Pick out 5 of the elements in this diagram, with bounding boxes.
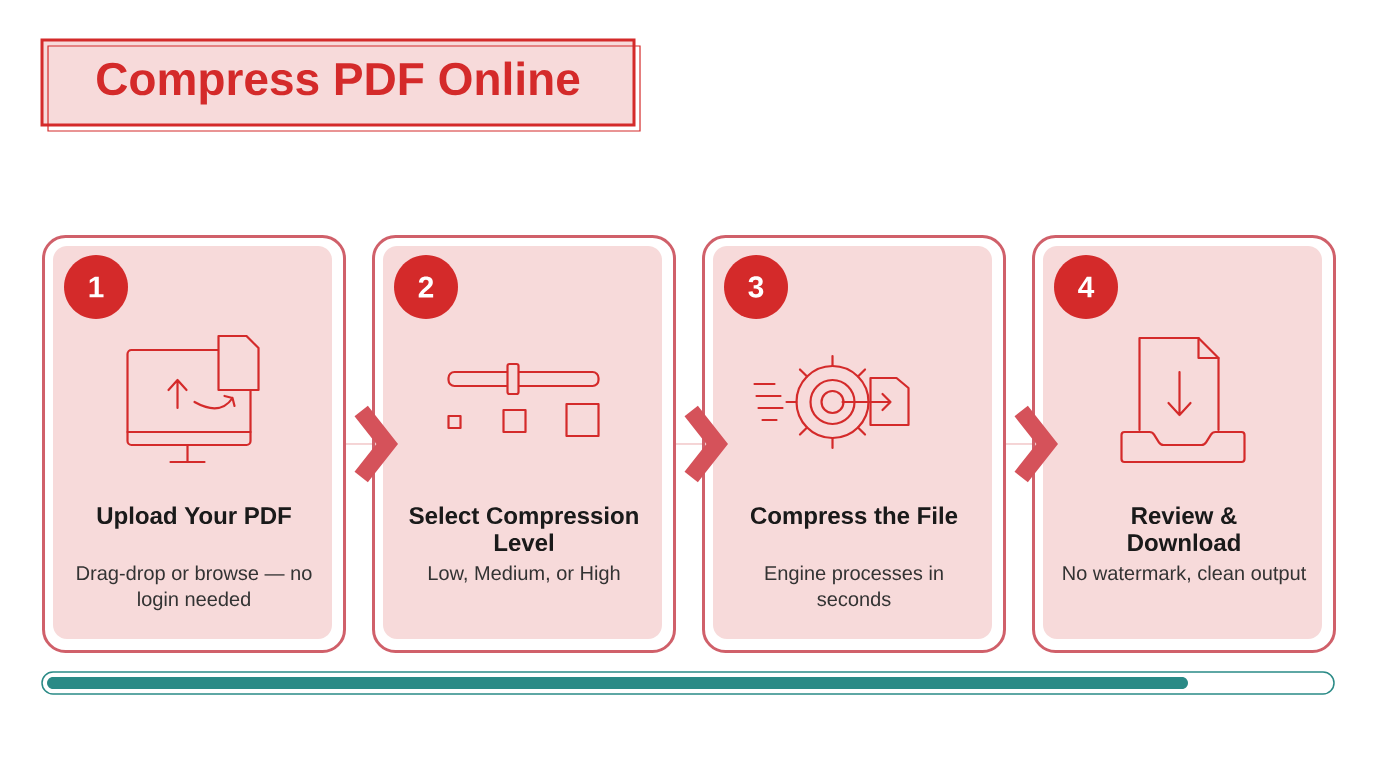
step-number: 4	[1054, 255, 1118, 319]
step-number: 3	[724, 255, 788, 319]
step-number: 2	[394, 255, 458, 319]
title-banner: Compress PDF Online	[40, 38, 641, 132]
step-number: 1	[64, 255, 128, 319]
